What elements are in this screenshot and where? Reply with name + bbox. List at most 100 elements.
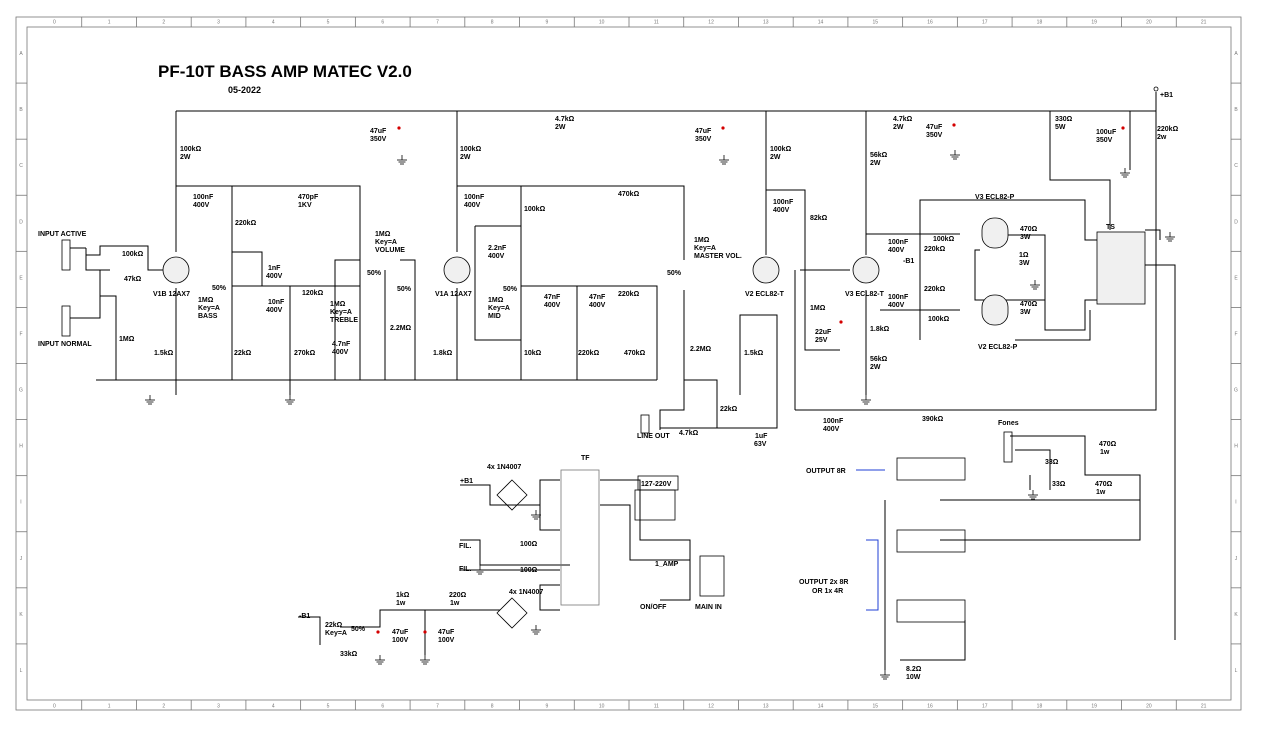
tube-label: V3 ECL82-P — [975, 194, 1015, 201]
resistor-label: 220kΩ — [924, 246, 946, 253]
grid-column-label: 15 — [872, 20, 878, 26]
capacitor-rating: 1KV — [298, 202, 312, 209]
bridge-rectifier-2-icon — [496, 597, 528, 629]
resistor-label: 330Ω — [1055, 116, 1073, 123]
resistor-label: 1.8kΩ — [433, 350, 453, 357]
capacitor-label: 100nF — [823, 418, 844, 425]
capacitor-rating: 350V — [695, 136, 712, 143]
resistor-label: 33Ω — [1052, 481, 1066, 488]
pot-label: BASS — [198, 313, 218, 320]
resistor-label: 8.2Ω — [906, 666, 922, 673]
resistor-label: 1kΩ — [396, 592, 410, 599]
resistor-rating: 2W — [460, 154, 471, 161]
resistor-rating: 2W — [893, 124, 904, 131]
resistor-label: 56kΩ — [870, 356, 888, 363]
grid-row-label: C — [19, 163, 23, 169]
pot-label: Key=A — [488, 305, 510, 312]
grid-column-label: 14 — [818, 20, 824, 26]
rectifier-label: 4x 1N4007 — [487, 464, 521, 471]
grid-column-label: 7 — [436, 704, 439, 710]
capacitor-rating: 400V — [888, 302, 905, 309]
capacitor-label: 47nF — [589, 294, 606, 301]
grid-column-label: 8 — [491, 20, 494, 26]
grid-row-label: D — [19, 219, 23, 225]
grid-column-label: 4 — [272, 20, 275, 26]
grid-column-label: 12 — [708, 704, 714, 710]
capacitor-label: 47uF — [438, 629, 455, 636]
resistor-rating: 1w — [450, 600, 460, 607]
grid-row-label: G — [19, 388, 23, 394]
pot-label: 22kΩ — [325, 622, 343, 629]
grid-column-label: 8 — [491, 704, 494, 710]
fones-jack-icon — [1003, 431, 1013, 463]
input-normal-label: INPUT NORMAL — [38, 341, 92, 348]
tube-label: V1A 12AX7 — [435, 291, 472, 298]
pot-label: TREBLE — [330, 317, 358, 324]
output-transformer-icon — [1096, 231, 1146, 305]
pot-label: Key=A — [325, 630, 347, 637]
resistor-label: 1.5kΩ — [154, 350, 174, 357]
capacitor-label: 22uF — [815, 329, 832, 336]
capacitor-rating: 400V — [823, 426, 840, 433]
grid-column-label: 10 — [599, 20, 605, 26]
rail-label: +B1 — [1160, 92, 1173, 99]
grid-column-label: 20 — [1146, 20, 1152, 26]
fones-label: Fones — [998, 420, 1019, 427]
grid-column-label: 1 — [108, 20, 111, 26]
resistor-label: 220kΩ — [924, 286, 946, 293]
grid-column-label: 21 — [1201, 20, 1207, 26]
resistor-label: 22kΩ — [234, 350, 252, 357]
capacitor-label: 4.7nF — [332, 341, 351, 348]
capacitor-label: 47nF — [544, 294, 561, 301]
grid-column-label: 11 — [654, 704, 659, 710]
grid-row-label: K — [19, 612, 23, 618]
capacitor-rating: 25V — [815, 337, 828, 344]
schematic-date: 05-2022 — [228, 85, 261, 95]
bridge-rectifier-1-icon — [496, 479, 528, 511]
capacitor-rating: 400V — [488, 253, 505, 260]
resistor-rating: 2w — [1157, 134, 1167, 141]
resistor-label: 47kΩ — [124, 276, 142, 283]
capacitor-rating: 400V — [888, 247, 905, 254]
grid-row-label: J — [1235, 556, 1238, 562]
output-jack-1-icon — [896, 457, 966, 481]
grid-row-label: C — [1234, 163, 1238, 169]
resistor-rating: 3W — [1019, 260, 1030, 267]
pot-label: 1MΩ — [694, 237, 710, 244]
capacitor-label: 47uF — [370, 128, 387, 135]
grid-column-label: 0 — [53, 704, 56, 710]
pot-label: Key=A — [375, 239, 397, 246]
grid-column-label: 21 — [1201, 704, 1207, 710]
input-normal-jack-icon — [61, 305, 71, 337]
pot-label: MID — [488, 313, 501, 320]
resistor-label: 22kΩ — [720, 406, 738, 413]
grid-row-label: E — [1234, 275, 1238, 281]
grid-column-label: 0 — [53, 20, 56, 26]
resistor-label: 100kΩ — [180, 146, 202, 153]
grid-column-label: 3 — [217, 20, 220, 26]
resistor-label: 100kΩ — [524, 206, 546, 213]
resistor-label: 470kΩ — [618, 191, 640, 198]
resistor-label: 2.2MΩ — [390, 325, 412, 332]
grid-row-label: L — [1235, 668, 1238, 674]
resistor-label: 220kΩ — [618, 291, 640, 298]
resistor-rating: 5W — [1055, 124, 1066, 131]
capacitor-rating: 400V — [544, 302, 561, 309]
grid-row-label: B — [19, 107, 23, 113]
rectifier-label: 4x 1N4007 — [509, 589, 543, 596]
tube-v2p-icon — [981, 294, 1009, 326]
drawing-frame: 0011223344556677889910101111121213131414… — [15, 16, 1242, 711]
resistor-rating: 2W — [870, 364, 881, 371]
grid-column-label: 18 — [1037, 20, 1043, 26]
grid-row-label: A — [1234, 51, 1238, 57]
pot-label: 1MΩ — [198, 297, 214, 304]
pot-percent: 50% — [667, 270, 682, 277]
grid-column-label: 9 — [546, 704, 549, 710]
line-out-jack-icon — [640, 414, 650, 434]
capacitor-label: 1nF — [268, 265, 281, 272]
grid-row-label: F — [19, 331, 22, 337]
resistor-label: 470Ω — [1095, 481, 1113, 488]
resistor-label: 220kΩ — [235, 220, 257, 227]
capacitor-rating: 400V — [266, 273, 283, 280]
transformer-label: TS — [1106, 224, 1115, 231]
